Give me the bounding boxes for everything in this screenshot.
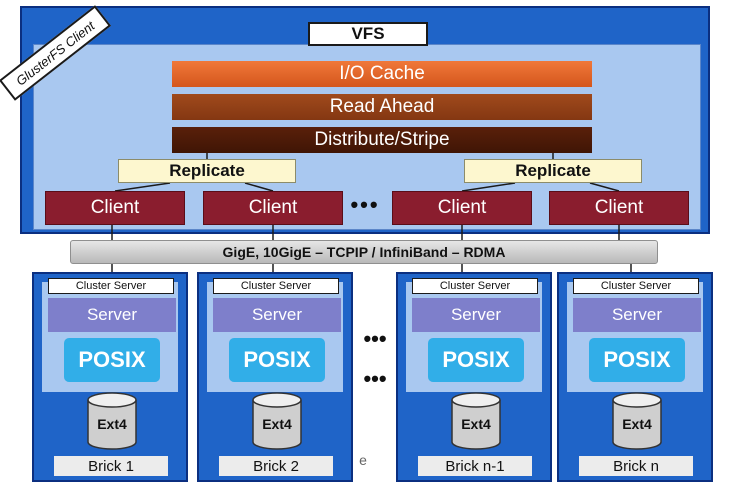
network-transport-bar: GigE, 10GigE – TCPIP / InfiniBand – RDMA <box>70 240 658 264</box>
cluster-server-label: Cluster Server <box>573 278 699 294</box>
posix-box: POSIX <box>428 338 524 382</box>
brick-2: Cluster Server Server POSIX Ext4 Brick 2 <box>197 272 353 482</box>
read-ahead-translator: Read Ahead <box>172 94 592 120</box>
server-box: Server <box>412 298 540 332</box>
server-box: Server <box>573 298 701 332</box>
client-node-1: Client <box>45 191 185 225</box>
posix-box: POSIX <box>64 338 160 382</box>
brick-n: Cluster Server Server POSIX Ext4 Brick n <box>557 272 713 482</box>
client-node-2: Client <box>203 191 343 225</box>
io-cache-translator: I/O Cache <box>172 61 592 87</box>
ext4-disk-icon <box>451 392 501 450</box>
stray-text: e <box>359 452 367 468</box>
brick-n-minus-1: Cluster Server Server POSIX Ext4 Brick n… <box>396 272 552 482</box>
brick-name: Brick 1 <box>54 456 168 476</box>
brick-1: Cluster Server Server POSIX Ext4 Brick 1 <box>32 272 188 482</box>
ext4-disk-icon <box>612 392 662 450</box>
ext4-disk-icon <box>87 392 137 450</box>
brick-ellipsis-top: ••• <box>363 326 387 351</box>
server-box: Server <box>213 298 341 332</box>
ext4-label: Ext4 <box>97 416 127 432</box>
client-node-3: Client <box>392 191 532 225</box>
brick-name: Brick n-1 <box>418 456 532 476</box>
posix-box: POSIX <box>589 338 685 382</box>
brick-name: Brick 2 <box>219 456 333 476</box>
ext4-label: Ext4 <box>262 416 292 432</box>
replicate-right: Replicate <box>464 159 642 183</box>
cluster-server-label: Cluster Server <box>412 278 538 294</box>
cluster-server-label: Cluster Server <box>213 278 339 294</box>
client-node-4: Client <box>549 191 689 225</box>
server-box: Server <box>48 298 176 332</box>
ext4-label: Ext4 <box>461 416 491 432</box>
posix-box: POSIX <box>229 338 325 382</box>
brick-name: Brick n <box>579 456 693 476</box>
client-ellipsis: ••• <box>350 192 380 217</box>
distribute-stripe-translator: Distribute/Stripe <box>172 127 592 153</box>
replicate-left: Replicate <box>118 159 296 183</box>
ext4-disk-icon <box>252 392 302 450</box>
brick-ellipsis-bottom: ••• <box>363 366 387 391</box>
ext4-label: Ext4 <box>622 416 652 432</box>
vfs-box: VFS <box>308 22 428 46</box>
cluster-server-label: Cluster Server <box>48 278 174 294</box>
